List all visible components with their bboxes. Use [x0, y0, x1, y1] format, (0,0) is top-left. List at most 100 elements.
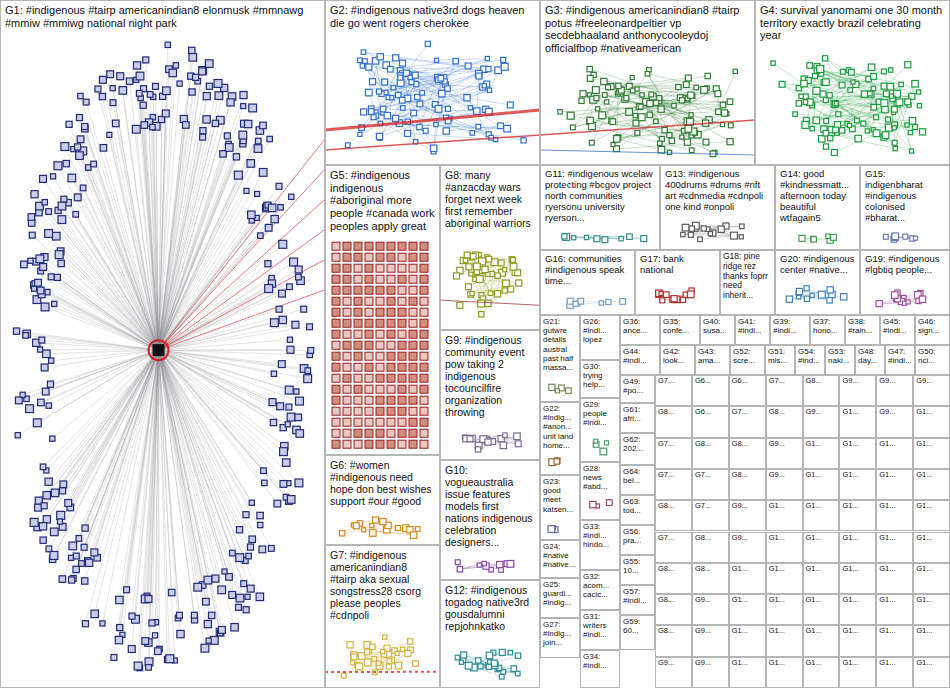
vertex-icon — [236, 527, 242, 533]
node-cluster — [462, 433, 521, 452]
vertex-icon — [484, 438, 490, 444]
edge-line — [159, 350, 181, 634]
edge-line — [103, 148, 158, 350]
vertex-icon — [82, 123, 88, 129]
vertex-icon — [372, 657, 377, 662]
vertex-icon — [684, 139, 690, 145]
vertex-icon — [438, 90, 445, 97]
vertex-icon — [457, 566, 462, 571]
edge-line — [820, 69, 910, 133]
vertex-icon — [354, 275, 362, 283]
vertex-icon — [23, 333, 29, 339]
vertex-icon — [31, 191, 38, 198]
vertex-icon — [332, 242, 340, 250]
vertex-icon — [430, 145, 436, 151]
vertex-icon — [36, 255, 44, 263]
vertex-icon — [354, 352, 362, 360]
vertex-icon — [110, 86, 115, 91]
edge-line — [159, 350, 209, 641]
vertex-icon — [827, 93, 832, 98]
vertex-icon — [708, 232, 712, 236]
edge-line — [159, 350, 260, 597]
vertex-icon — [587, 117, 593, 123]
edge-line — [40, 349, 158, 351]
vertex-icon — [466, 264, 472, 270]
vertex-icon — [365, 396, 373, 404]
edge-line — [830, 92, 918, 138]
edge-line — [159, 350, 195, 615]
vertex-icon — [77, 136, 84, 143]
vertex-icon — [376, 440, 384, 448]
vertex-icon — [354, 319, 362, 327]
vertex-icon — [257, 512, 263, 518]
vertex-icon — [183, 122, 190, 129]
vertex-icon — [498, 260, 504, 266]
vertex-icon — [905, 99, 911, 105]
edge-line — [159, 350, 212, 615]
vertex-icon — [236, 554, 244, 562]
vertex-icon — [59, 576, 66, 583]
edge-line — [406, 73, 445, 84]
edge-line — [815, 76, 919, 92]
edge-line — [36, 262, 159, 351]
vertex-icon — [905, 123, 909, 127]
vertex-icon — [46, 403, 51, 408]
vertex-icon — [376, 253, 384, 261]
vertex-icon — [917, 90, 921, 94]
vertex-icon — [189, 54, 197, 62]
vertex-icon — [468, 106, 472, 110]
vertex-icon — [589, 140, 594, 145]
vertex-icon — [641, 236, 647, 242]
node-cluster — [567, 298, 626, 308]
vertex-icon — [208, 612, 214, 618]
edge-line — [773, 63, 826, 100]
vertex-icon — [685, 125, 692, 132]
vertex-icon — [482, 84, 486, 88]
vertex-icon — [203, 93, 210, 100]
vertex-icon — [510, 263, 517, 270]
vertex-icon — [409, 275, 417, 283]
edge-line — [379, 84, 416, 136]
node-cluster — [339, 517, 420, 538]
vertex-icon — [265, 261, 271, 267]
vertex-icon — [435, 106, 442, 113]
vertex-icon — [100, 145, 107, 152]
vertex-icon — [354, 297, 362, 305]
vertex-icon — [848, 69, 854, 75]
edge-line — [805, 67, 871, 102]
vertex-icon — [376, 297, 384, 305]
vertex-icon — [40, 264, 47, 271]
vertex-icon — [420, 253, 428, 261]
vertex-icon — [420, 275, 428, 283]
vertex-icon — [271, 371, 276, 376]
vertex-icon — [343, 341, 351, 349]
edge-line — [805, 114, 838, 125]
edge-line — [688, 78, 723, 105]
vertex-icon — [485, 56, 489, 60]
vertex-icon — [332, 275, 340, 283]
vertex-icon — [889, 94, 893, 98]
vertex-icon — [420, 319, 428, 327]
vertex-icon — [482, 561, 486, 565]
vertex-icon — [38, 347, 43, 352]
vertex-icon — [51, 489, 59, 497]
vertex-icon — [445, 106, 450, 111]
vertex-icon — [354, 418, 362, 426]
vertex-icon — [810, 127, 814, 131]
vertex-icon — [733, 69, 737, 73]
vertex-icon — [343, 286, 351, 294]
vertex-icon — [799, 94, 803, 98]
vertex-icon — [685, 75, 691, 81]
vertex-icon — [387, 242, 395, 250]
vertex-icon — [479, 312, 484, 317]
vertex-icon — [267, 136, 272, 141]
vertex-icon — [624, 96, 629, 101]
vertex-icon — [409, 429, 417, 437]
edge-line — [159, 350, 305, 368]
edge-line — [159, 350, 289, 407]
vertex-icon — [129, 613, 135, 619]
vertex-icon — [362, 528, 366, 532]
vertex-icon — [409, 385, 417, 393]
vertex-icon — [278, 205, 283, 210]
vertex-icon — [807, 63, 813, 69]
